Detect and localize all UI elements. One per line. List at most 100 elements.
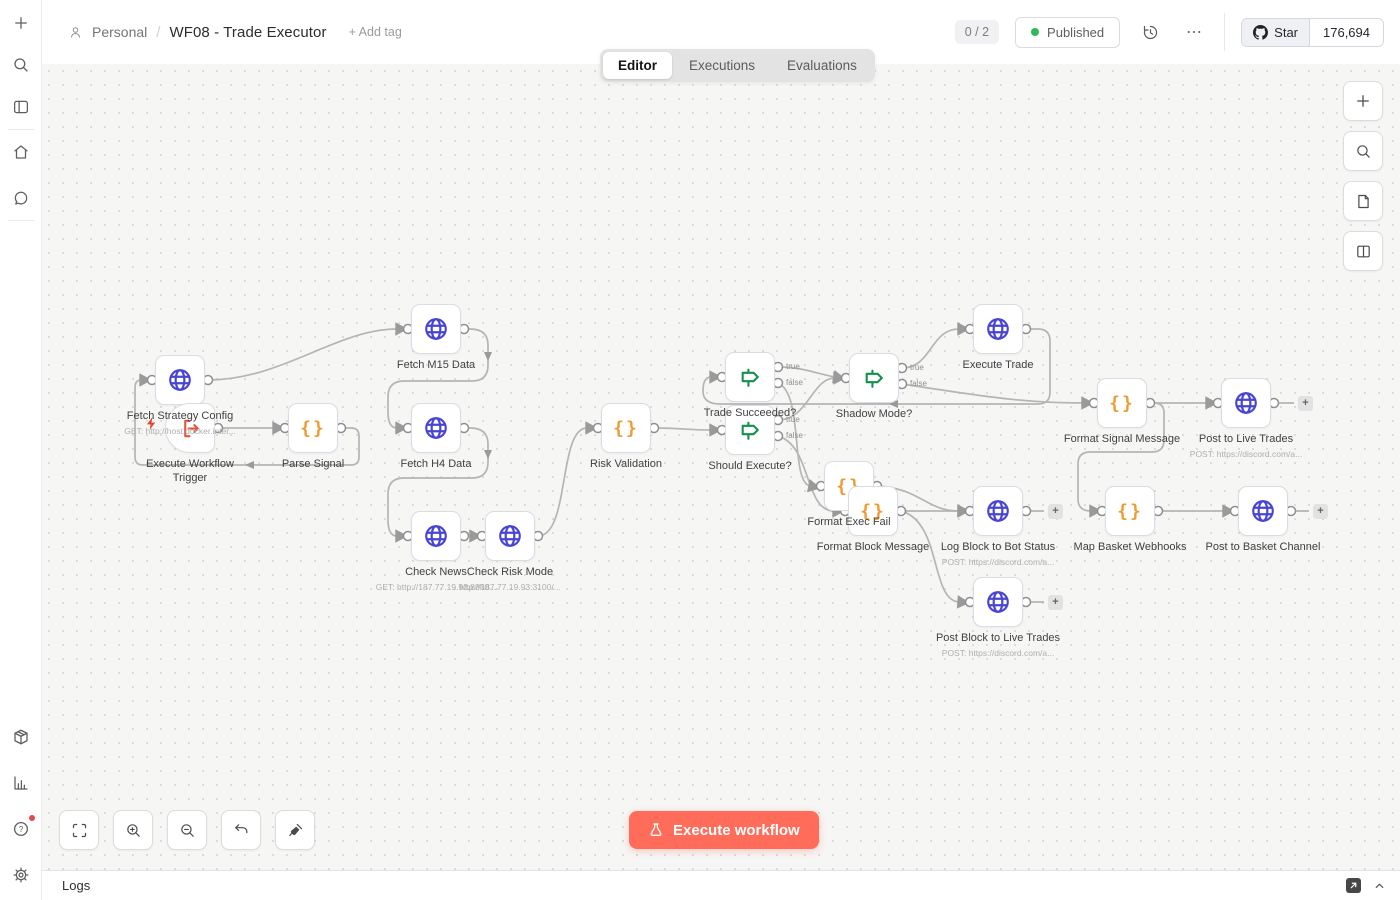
code-braces-icon: {} [1117, 500, 1143, 522]
node-format-signal-message[interactable]: {} [1097, 378, 1147, 428]
zoom-out-button[interactable] [167, 810, 207, 850]
zoom-in-button[interactable] [113, 810, 153, 850]
add-node-button[interactable]: + [1048, 595, 1063, 610]
globe-icon [425, 417, 447, 439]
node-check-risk-mode[interactable] [485, 511, 535, 561]
globe-icon [1252, 500, 1274, 522]
sticky-note-icon [1357, 194, 1369, 208]
sidebar-search-button[interactable] [6, 50, 36, 80]
sidebar-item-home[interactable] [6, 137, 36, 167]
sticky-note-button[interactable] [1343, 181, 1383, 221]
search-icon [1356, 144, 1370, 158]
sidebar-divider [7, 220, 34, 221]
node-map-basket-webhooks[interactable]: {} [1105, 486, 1155, 536]
globe-icon [425, 525, 447, 547]
breadcrumb-separator: / [156, 23, 161, 41]
node-fetch-m15-data[interactable] [411, 304, 461, 354]
add-tag-button[interactable]: + Add tag [348, 25, 402, 39]
split-panel-icon [1356, 245, 1370, 257]
tidy-up-button[interactable] [275, 810, 315, 850]
new-workflow-button[interactable] [6, 8, 36, 38]
svg-text:?: ? [18, 825, 23, 834]
edge-connection [537, 421, 599, 537]
notification-dot [28, 815, 35, 821]
node-check-news[interactable] [411, 511, 461, 561]
node-post-to-basket-channel[interactable] [1238, 486, 1288, 536]
person-icon [70, 26, 81, 38]
canvas-search-button[interactable] [1343, 131, 1383, 171]
issues-counter-badge: 0 / 2 [954, 20, 1000, 44]
zoom-out-icon [180, 823, 194, 837]
node-trade-succeeded[interactable] [725, 352, 775, 402]
chevron-up-icon [1375, 883, 1384, 889]
node-fetch-strategy-config[interactable] [155, 355, 205, 405]
undo-button[interactable] [221, 810, 261, 850]
execute-workflow-button[interactable]: Execute workflow [629, 811, 819, 849]
split-panel-button[interactable] [1343, 231, 1383, 271]
plus-icon [14, 17, 27, 29]
if-signpost-icon [741, 368, 759, 387]
node-fetch-h4-data[interactable] [411, 403, 461, 453]
sidebar-item-settings[interactable] [6, 860, 36, 890]
edge-connection [653, 423, 723, 437]
node-execute-trade[interactable] [973, 304, 1023, 354]
node-parse-signal[interactable]: {} [288, 403, 338, 453]
breadcrumb-project[interactable]: Personal [92, 24, 148, 40]
github-star-count: 176,694 [1310, 18, 1383, 46]
add-node-button[interactable]: + [1298, 396, 1313, 411]
node-post-block-to-live-trades[interactable] [973, 577, 1023, 627]
edge-connection [900, 510, 971, 609]
published-button[interactable]: Published [1015, 16, 1121, 48]
edge-connection [777, 382, 821, 493]
ellipsis-icon [1187, 30, 1201, 34]
workflow-title[interactable]: WF08 - Trade Executor [169, 23, 327, 41]
sidebar-item-help[interactable]: ? [6, 814, 36, 844]
node-shadow-mode[interactable] [849, 353, 899, 403]
globe-icon [987, 318, 1009, 340]
edge-connection [777, 371, 847, 421]
edge-connection [702, 328, 1051, 405]
sidebar-item-insights[interactable] [6, 768, 36, 798]
trigger-arrow-icon [183, 419, 199, 437]
panel-toggle-icon [13, 100, 28, 114]
tab-evaluations[interactable]: Evaluations [787, 58, 857, 73]
tab-executions[interactable]: Executions [689, 58, 756, 73]
search-icon [13, 58, 28, 72]
node-should-execute[interactable] [725, 405, 775, 455]
node-log-block-to-bot-status[interactable] [973, 486, 1023, 536]
add-node-button[interactable]: + [1048, 504, 1063, 519]
published-status-dot [1031, 28, 1040, 36]
tab-editor[interactable]: Editor [603, 52, 672, 79]
add-node-button[interactable]: + [1313, 504, 1328, 519]
edge-connection [1077, 402, 1165, 518]
logs-bar[interactable]: Logs [42, 870, 1400, 900]
workflow-history-button[interactable] [1136, 18, 1164, 46]
node-format-block-message[interactable]: {} [848, 486, 898, 536]
more-options-button[interactable] [1180, 18, 1208, 46]
sidebar-item-templates[interactable] [6, 722, 36, 752]
plus-icon [1357, 95, 1369, 107]
edge-connection [207, 322, 409, 381]
execute-workflow-label: Execute workflow [673, 821, 800, 839]
package-icon [13, 729, 28, 745]
node-execute-workflow-trigger[interactable] [165, 403, 215, 453]
edge-connection [134, 373, 360, 466]
chart-icon [13, 776, 28, 790]
fit-view-button[interactable] [59, 810, 99, 850]
edge-connection [387, 427, 489, 543]
canvas-add-node-button[interactable] [1343, 81, 1383, 121]
sidebar-toggle-button[interactable] [6, 92, 36, 122]
expand-logs-button[interactable] [1373, 879, 1386, 892]
home-icon [13, 145, 28, 159]
sidebar-item-chat[interactable] [6, 183, 36, 213]
gear-icon [12, 867, 29, 883]
node-post-to-live-trades[interactable] [1221, 378, 1271, 428]
globe-icon [499, 525, 521, 547]
github-star-label: Star [1274, 24, 1298, 40]
left-sidebar: ? [0, 0, 42, 900]
edge-direction-arrow [484, 450, 492, 459]
open-logs-panel-button[interactable] [1346, 878, 1361, 893]
node-risk-validation[interactable]: {} [601, 403, 651, 453]
github-star-widget[interactable]: Star 176,694 [1241, 17, 1384, 47]
